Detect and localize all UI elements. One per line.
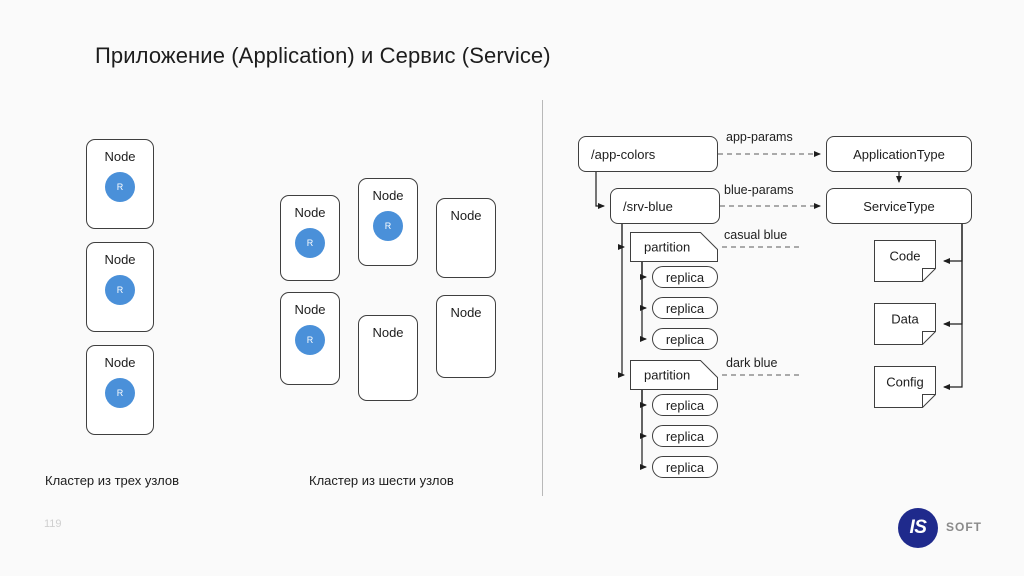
document-code[interactable]: Code: [874, 240, 936, 282]
node-replica[interactable]: replica: [652, 456, 718, 478]
edge-label-app-params: app-params: [726, 130, 793, 144]
node-application-type[interactable]: ApplicationType: [826, 136, 972, 172]
node-partition-label: partition: [644, 239, 691, 255]
node-box[interactable]: Node R: [280, 292, 340, 385]
node-replica-label: replica: [665, 331, 705, 347]
page-title: Приложение (Application) и Сервис (Servi…: [95, 43, 551, 68]
node-box[interactable]: Node R: [358, 178, 418, 266]
node-label: Node: [450, 208, 482, 223]
node-label: Node: [372, 188, 404, 203]
document-shape-icon: [874, 303, 936, 345]
logo-mark-icon: IS: [898, 508, 938, 548]
document-shape-icon: [874, 366, 936, 408]
node-replica[interactable]: replica: [652, 297, 718, 319]
node-box[interactable]: Node R: [86, 345, 154, 435]
node-replica-label: replica: [665, 397, 705, 413]
node-box[interactable]: Node: [358, 315, 418, 401]
note-shape-icon: [630, 360, 718, 390]
node-srv-blue[interactable]: /srv-blue: [610, 188, 720, 224]
node-partition[interactable]: partition: [630, 360, 718, 390]
node-partition[interactable]: partition: [630, 232, 718, 262]
document-config[interactable]: Config: [874, 366, 936, 408]
edge-label-casual-blue: casual blue: [724, 228, 788, 242]
cluster-three-caption: Кластер из трех узлов: [45, 473, 180, 488]
node-replica[interactable]: replica: [652, 328, 718, 350]
node-box[interactable]: Node R: [280, 195, 340, 281]
cluster-six-caption: Кластер из шести узлов: [309, 473, 454, 488]
edge-label-dark-blue: dark blue: [726, 356, 778, 370]
replica-badge: R: [295, 228, 325, 258]
document-shape-icon: [874, 240, 936, 282]
node-label: Node: [294, 205, 326, 220]
document-code-label: Code: [889, 248, 921, 264]
node-replica[interactable]: replica: [652, 425, 718, 447]
node-box[interactable]: Node: [436, 295, 496, 378]
node-label: Node: [294, 302, 326, 317]
replica-badge: R: [105, 275, 135, 305]
replica-badge: R: [295, 325, 325, 355]
node-box[interactable]: Node: [436, 198, 496, 278]
node-label: Node: [104, 252, 136, 267]
node-label: Node: [104, 149, 136, 164]
replica-badge: R: [105, 172, 135, 202]
node-box[interactable]: Node R: [86, 139, 154, 229]
node-replica[interactable]: replica: [652, 266, 718, 288]
node-replica-label: replica: [665, 269, 705, 285]
page-number: 119: [44, 518, 62, 530]
node-replica-label: replica: [665, 459, 705, 475]
panel-divider: [542, 100, 543, 496]
node-partition-label: partition: [644, 367, 691, 383]
document-data[interactable]: Data: [874, 303, 936, 345]
node-replica-label: replica: [665, 300, 705, 316]
node-srv-blue-label: /srv-blue: [623, 198, 673, 214]
node-app-colors-label: /app-colors: [591, 146, 656, 162]
replica-badge: R: [373, 211, 403, 241]
replica-badge: R: [105, 378, 135, 408]
edge-label-blue-params: blue-params: [724, 183, 794, 197]
node-label: Node: [450, 305, 482, 320]
brand-logo: IS SOFT: [898, 506, 998, 550]
node-label: Node: [104, 355, 136, 370]
note-shape-icon: [630, 232, 718, 262]
logo-wordmark: SOFT: [946, 520, 982, 534]
document-data-label: Data: [891, 311, 919, 327]
node-box[interactable]: Node R: [86, 242, 154, 332]
node-service-type[interactable]: ServiceType: [826, 188, 972, 224]
document-config-label: Config: [886, 374, 924, 390]
node-app-colors[interactable]: /app-colors: [578, 136, 718, 172]
node-replica[interactable]: replica: [652, 394, 718, 416]
node-application-type-label: ApplicationType: [853, 146, 945, 162]
node-replica-label: replica: [665, 428, 705, 444]
node-label: Node: [372, 325, 404, 340]
node-service-type-label: ServiceType: [863, 198, 935, 214]
